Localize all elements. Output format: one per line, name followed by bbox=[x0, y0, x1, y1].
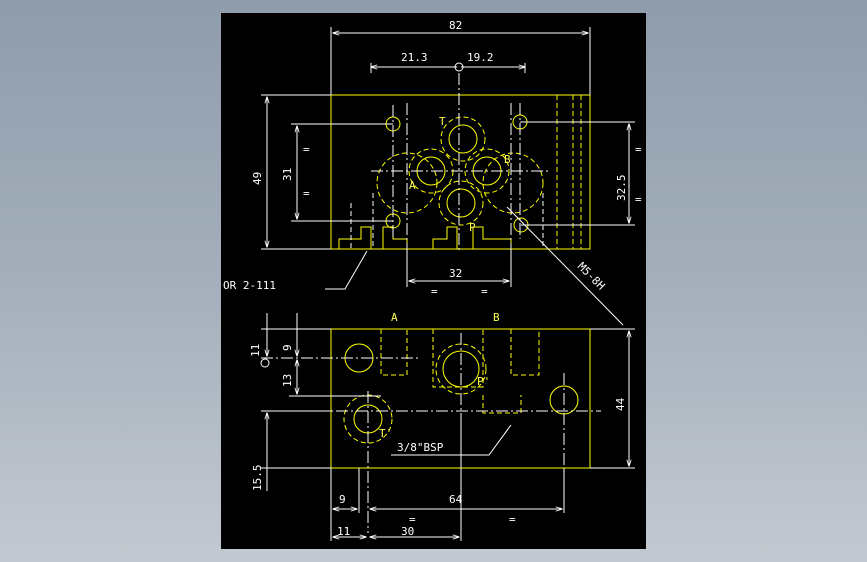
equal-mark: = bbox=[303, 187, 310, 200]
dim-overall-width: 82 bbox=[449, 19, 462, 32]
dim-30: 30 bbox=[401, 525, 414, 538]
equal-mark: = bbox=[635, 193, 642, 206]
dim-11-vertical: 11 bbox=[249, 344, 262, 357]
side-port-label-t: T' bbox=[379, 427, 392, 440]
thread-callout: 3/8"BSP bbox=[397, 441, 444, 454]
equal-mark: = bbox=[303, 143, 310, 156]
dim-44: 44 bbox=[614, 397, 627, 411]
cad-drawing: T A B P 82 21.3 19.2 49 31 = = 32.5 = bbox=[223, 19, 642, 541]
port-label-t: T bbox=[439, 115, 446, 128]
dim-right-offset: 19.2 bbox=[467, 51, 494, 64]
port-label-a: A bbox=[409, 179, 416, 192]
equal-mark: = bbox=[635, 143, 642, 156]
dim-height-49: 49 bbox=[251, 172, 264, 185]
dim-left-offset: 21.3 bbox=[401, 51, 428, 64]
drawing-sheet: T A B P 82 21.3 19.2 49 31 = = 32.5 = bbox=[221, 13, 646, 549]
dim-13: 13 bbox=[281, 374, 294, 387]
side-dimensions: 11 9 13 15.5 44 3/8"BSP 9 64 11 30 = = bbox=[249, 313, 635, 541]
equal-mark: = bbox=[431, 285, 438, 298]
top-view-outline bbox=[330, 94, 591, 250]
port-label-b: B bbox=[504, 153, 511, 166]
dim-height-32-5: 32.5 bbox=[615, 175, 628, 202]
dim-9-horizontal: 9 bbox=[339, 493, 346, 506]
dim-64: 64 bbox=[449, 493, 463, 506]
dim-15-5: 15.5 bbox=[251, 465, 264, 492]
side-port-p-icon bbox=[442, 350, 480, 388]
port-p-hole-icon bbox=[446, 188, 476, 218]
dim-height-31: 31 bbox=[281, 168, 294, 181]
top-dimensions: 82 21.3 19.2 49 31 = = 32.5 = = 32 = = bbox=[223, 19, 642, 326]
port-label-p: P bbox=[469, 221, 476, 234]
side-view: A B P' T' bbox=[261, 311, 601, 533]
equal-mark: = bbox=[409, 513, 416, 526]
dim-11-horizontal: 11 bbox=[337, 525, 350, 538]
dim-9-vertical: 9 bbox=[281, 344, 294, 351]
screw-callout: M5-8H bbox=[575, 260, 608, 293]
side-port-label-p: P' bbox=[477, 375, 490, 388]
top-view: T A B P bbox=[330, 73, 591, 263]
oring-callout: OR 2-111 bbox=[223, 279, 276, 292]
dim-port-spacing-32: 32 bbox=[449, 267, 462, 280]
side-port-label-a: A bbox=[391, 311, 398, 324]
equal-mark: = bbox=[509, 513, 516, 526]
equal-mark: = bbox=[481, 285, 488, 298]
side-port-label-b: B bbox=[493, 311, 500, 324]
port-t-hole-icon bbox=[448, 124, 478, 154]
